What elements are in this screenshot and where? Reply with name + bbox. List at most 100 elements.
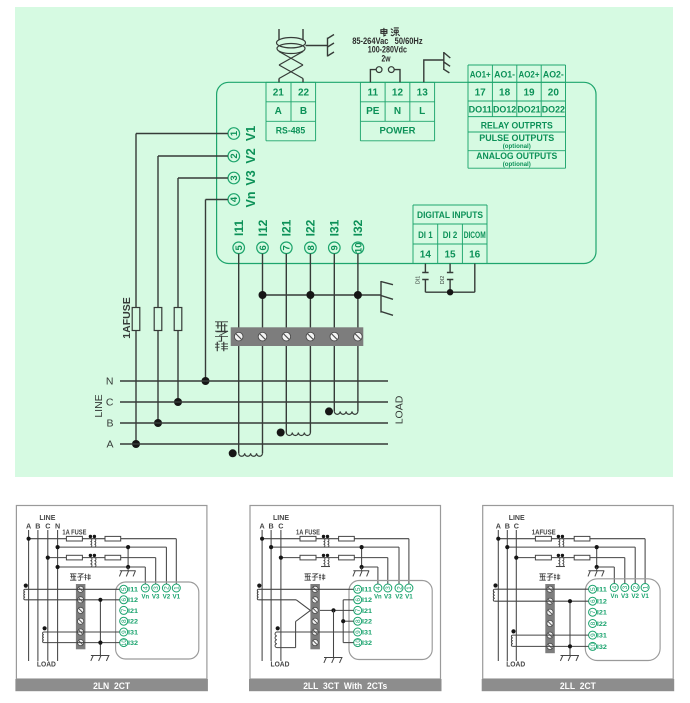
svg-text:V2: V2	[163, 594, 171, 601]
svg-text:4: 4	[612, 585, 619, 589]
svg-text:V3: V3	[152, 594, 160, 601]
svg-text:2w: 2w	[382, 53, 392, 63]
svg-text:V2: V2	[631, 593, 639, 600]
svg-text:10: 10	[356, 639, 362, 646]
svg-text:I21: I21	[280, 219, 294, 236]
svg-text:19: 19	[523, 88, 535, 99]
svg-text:DO22: DO22	[542, 105, 565, 116]
svg-text:7: 7	[355, 608, 362, 612]
svg-text:Vn: Vn	[142, 594, 150, 601]
svg-text:1: 1	[406, 586, 413, 590]
svg-text:LOAD: LOAD	[506, 659, 525, 668]
svg-text:6: 6	[258, 245, 269, 250]
svg-text:9: 9	[330, 245, 341, 250]
svg-text:LINE: LINE	[509, 513, 525, 522]
svg-text:PE: PE	[366, 106, 380, 117]
svg-text:RELAY OUTPRTS: RELAY OUTPRTS	[481, 120, 553, 131]
svg-text:9: 9	[355, 630, 362, 634]
svg-text:21: 21	[273, 87, 285, 98]
svg-text:AO1+: AO1+	[470, 70, 491, 81]
svg-text:I11: I11	[362, 587, 372, 594]
svg-text:4: 4	[143, 586, 150, 590]
svg-text:C: C	[106, 397, 114, 409]
svg-text:PULSE OUTPUTS: PULSE OUTPUTS	[479, 133, 554, 144]
svg-text:LOAD: LOAD	[37, 659, 56, 668]
svg-text:DO11: DO11	[469, 105, 493, 116]
svg-text:I32: I32	[597, 644, 607, 651]
svg-text:2: 2	[396, 586, 403, 590]
svg-text:Vn: Vn	[244, 192, 258, 208]
svg-text:I11: I11	[128, 587, 138, 594]
svg-text:LINE: LINE	[39, 513, 55, 522]
svg-text:(optional): (optional)	[503, 162, 531, 168]
svg-text:LINE: LINE	[93, 394, 105, 417]
svg-text:V1: V1	[641, 593, 649, 600]
svg-text:RS-485: RS-485	[276, 126, 306, 137]
svg-text:LINE: LINE	[273, 513, 289, 522]
svg-text:1AFUSE: 1AFUSE	[532, 528, 556, 537]
svg-text:8: 8	[590, 621, 597, 625]
svg-text:2: 2	[633, 585, 640, 589]
svg-text:DIGITAL INPUTS: DIGITAL INPUTS	[417, 210, 483, 221]
svg-text:1: 1	[174, 586, 181, 590]
svg-text:V3: V3	[621, 593, 629, 600]
svg-text:V1: V1	[244, 126, 258, 141]
svg-text:3: 3	[622, 585, 629, 589]
svg-text:10: 10	[591, 642, 597, 649]
svg-text:V2: V2	[244, 148, 258, 163]
svg-text:A: A	[275, 106, 282, 117]
svg-text:V2: V2	[395, 594, 403, 601]
svg-text:6: 6	[590, 599, 597, 603]
svg-text:5: 5	[590, 587, 597, 591]
svg-text:AO1-: AO1-	[494, 70, 515, 81]
svg-text:9: 9	[590, 633, 597, 637]
svg-text:17: 17	[475, 88, 487, 99]
svg-text:6: 6	[121, 598, 128, 602]
svg-text:I21: I21	[597, 610, 607, 617]
svg-text:ANALOG OUTPUTS: ANALOG OUTPUTS	[476, 151, 557, 162]
svg-text:6: 6	[355, 598, 362, 602]
svg-text:I22: I22	[362, 619, 372, 626]
svg-text:I12: I12	[362, 597, 372, 604]
svg-text:B: B	[268, 521, 273, 530]
svg-text:5: 5	[121, 587, 128, 591]
svg-text:B: B	[505, 521, 510, 530]
svg-text:12: 12	[392, 88, 404, 99]
svg-text:2LN 2CT: 2LN 2CT	[93, 680, 130, 691]
svg-text:I21: I21	[362, 608, 372, 615]
svg-text:C: C	[45, 521, 50, 530]
svg-text:DI 1: DI 1	[418, 230, 433, 241]
svg-text:13: 13	[417, 88, 429, 99]
svg-text:Vn: Vn	[374, 594, 382, 601]
svg-text:7: 7	[121, 608, 128, 612]
svg-text:AO2+: AO2+	[519, 70, 540, 81]
svg-text:18: 18	[499, 88, 511, 99]
svg-text:V1: V1	[405, 594, 413, 601]
svg-text:I22: I22	[304, 219, 318, 236]
svg-text:Vn: Vn	[611, 593, 619, 600]
svg-text:8: 8	[306, 245, 317, 250]
svg-text:I31: I31	[328, 219, 342, 236]
svg-text:V3: V3	[384, 594, 392, 601]
svg-text:A: A	[496, 521, 501, 530]
svg-text:15: 15	[444, 250, 456, 261]
svg-text:10: 10	[122, 639, 128, 646]
svg-text:I21: I21	[128, 608, 138, 615]
svg-text:1: 1	[642, 585, 649, 589]
svg-text:22: 22	[298, 87, 310, 98]
svg-text:2LL 3CT With 2CTs: 2LL 3CT With 2CTs	[303, 680, 387, 691]
svg-text:DI2: DI2	[440, 276, 446, 285]
svg-text:N: N	[55, 521, 60, 530]
svg-text:16: 16	[469, 250, 481, 261]
svg-text:I31: I31	[128, 629, 138, 636]
svg-text:(optional): (optional)	[503, 144, 531, 150]
svg-text:4: 4	[229, 196, 240, 202]
svg-text:C: C	[278, 521, 283, 530]
svg-text:I31: I31	[597, 633, 607, 640]
svg-text:3: 3	[153, 586, 160, 590]
svg-text:85-264Vac 50/60Hz: 85-264Vac 50/60Hz	[352, 36, 423, 46]
svg-text:I12: I12	[128, 597, 138, 604]
svg-text:I12: I12	[597, 599, 607, 606]
svg-text:B: B	[300, 106, 307, 117]
svg-text:20: 20	[548, 88, 560, 99]
